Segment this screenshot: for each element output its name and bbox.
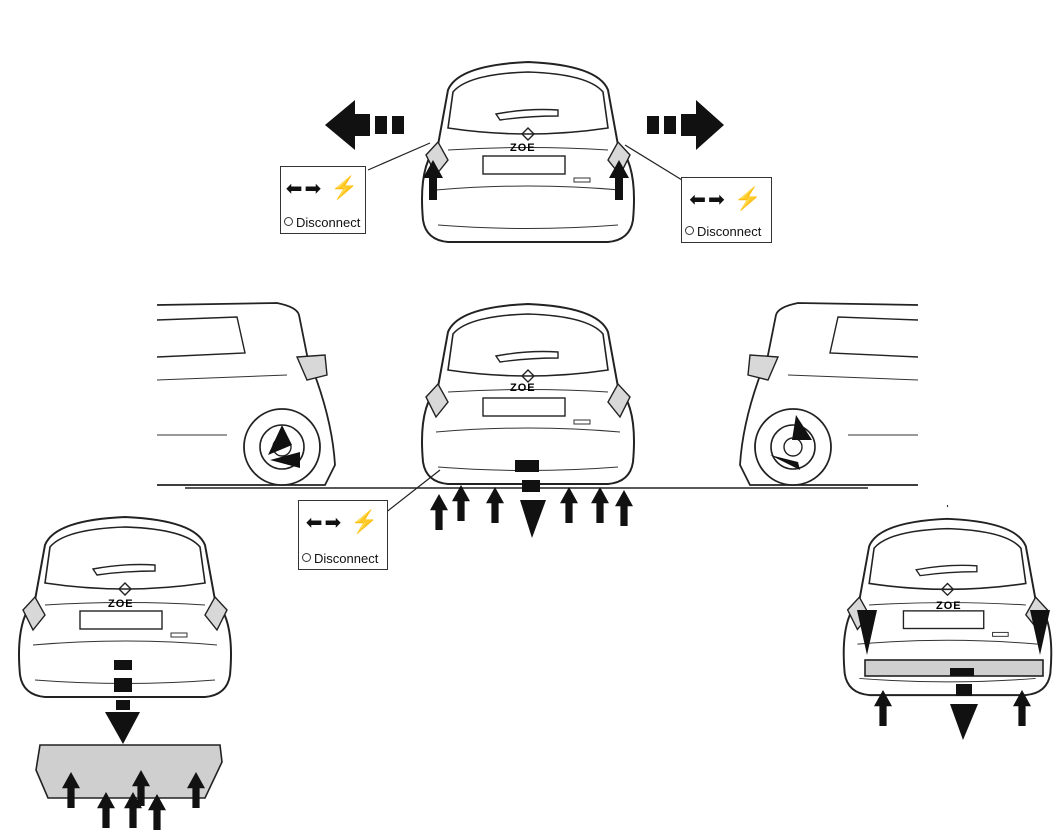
car-side-view-left <box>157 302 336 486</box>
arrow-down-shield <box>105 660 140 744</box>
arrow-up-fixing <box>591 487 609 523</box>
arrow-up-fixing <box>452 485 470 521</box>
step-remove-bumper-beam <box>842 505 1053 740</box>
lightning-icon: ⚡ <box>734 186 764 211</box>
step-remove-underbody-shield <box>18 505 232 830</box>
arrow-down-beam <box>950 668 978 740</box>
disconnect-callout-center: ⬅➡ ⚡ Disconnect <box>298 500 388 570</box>
circle-icon <box>685 226 694 235</box>
disconnect-label: Disconnect <box>296 215 361 230</box>
arrow-up-fixing <box>560 487 578 523</box>
connector-icon: ⬅➡ ⚡ <box>689 186 764 211</box>
car-side-view-right <box>739 302 918 486</box>
lightning-icon: ⚡ <box>330 175 361 200</box>
car-rear-view-middle <box>421 292 635 485</box>
zoe-badge-top: ZOE <box>510 142 536 154</box>
arrow-up-fixing <box>486 487 504 523</box>
step-remove-bumper-fixings <box>157 292 918 538</box>
leader-line-left <box>367 142 431 171</box>
leader-line-center <box>379 469 441 518</box>
arrow-up-fixing <box>430 494 448 530</box>
connector-icon: ⬅➡ ⚡ <box>285 175 361 200</box>
disconnect-label: Disconnect <box>314 551 379 566</box>
arrow-left-outward <box>325 100 404 150</box>
lightning-icon: ⚡ <box>350 509 381 534</box>
disconnect-callout-right: ⬅➡ ⚡ Disconnect <box>681 177 772 243</box>
leader-line-right <box>624 144 683 181</box>
car-rear-view-top <box>421 50 635 243</box>
disconnect-label: Disconnect <box>697 224 762 239</box>
disconnect-callout-left: ⬅➡ ⚡ Disconnect <box>280 166 366 234</box>
zoe-badge-bottom-right: ZOE <box>936 600 962 612</box>
arrow-up-fixing <box>148 794 166 830</box>
circle-icon <box>284 217 293 226</box>
arrow-right-outward <box>647 100 724 150</box>
zoe-badge-bottom-left: ZOE <box>108 598 134 610</box>
arrow-down-release <box>515 460 546 538</box>
step-remove-rear-lamps <box>325 50 724 243</box>
zoe-badge-middle: ZOE <box>510 382 536 394</box>
connector-icon: ⬅➡ ⚡ <box>305 509 381 534</box>
arrow-up-fixing <box>615 490 633 526</box>
underbody-shield <box>35 744 223 799</box>
circle-icon <box>302 553 311 562</box>
